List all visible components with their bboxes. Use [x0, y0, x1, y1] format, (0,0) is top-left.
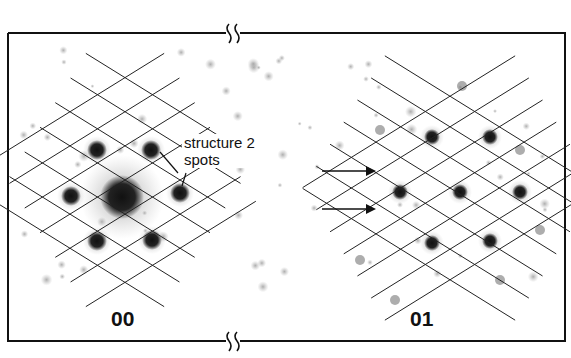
- speckle: [59, 46, 67, 54]
- spot-halo: [448, 180, 472, 204]
- speckle: [376, 84, 382, 90]
- speckle: [493, 109, 497, 113]
- weak-spot: [375, 125, 385, 135]
- spot-halo: [138, 226, 166, 254]
- speckle: [277, 149, 288, 160]
- diffraction-spot: [61, 186, 81, 206]
- speckle: [298, 122, 302, 126]
- spot-halo: [83, 136, 111, 164]
- spot-halo: [137, 136, 165, 164]
- diffraction-spot: [142, 230, 162, 250]
- speckle: [222, 86, 231, 95]
- speckle: [347, 63, 354, 70]
- grid-line: [357, 144, 569, 276]
- grid-line: [0, 201, 164, 306]
- speckle: [29, 122, 36, 129]
- speckle: [257, 281, 268, 292]
- diffraction-spot: [170, 183, 190, 203]
- break-marks: [227, 24, 239, 351]
- speckle: [363, 76, 369, 82]
- grid-lines: [0, 53, 571, 320]
- diffraction-spot: [87, 231, 107, 251]
- grid-line: [385, 188, 571, 320]
- callout-label: structure 2 spots: [182, 134, 278, 168]
- speckle: [61, 59, 66, 64]
- speckle: [233, 111, 243, 121]
- grid-line: [385, 56, 571, 188]
- grid-line: [303, 188, 515, 320]
- spot-halo: [166, 179, 194, 207]
- grid-line: [9, 177, 179, 282]
- speckle: [311, 205, 318, 212]
- speckle: [275, 58, 282, 65]
- speckle: [522, 122, 530, 130]
- speckle: [307, 125, 312, 130]
- weak-spot: [355, 255, 365, 265]
- speckle: [412, 201, 420, 209]
- grid-line: [25, 103, 195, 208]
- grid-line: [0, 53, 164, 158]
- diffraction-spot: [141, 140, 161, 160]
- arrows: [322, 166, 376, 214]
- grid-line: [9, 78, 179, 183]
- speckle: [263, 71, 273, 81]
- grid-line: [25, 152, 195, 257]
- speckle: [21, 230, 29, 238]
- speckle: [335, 140, 345, 150]
- diffraction-spot: [424, 235, 440, 251]
- weak-spot: [457, 81, 467, 91]
- speckle: [405, 106, 417, 118]
- speckle: [277, 183, 282, 188]
- speckle: [205, 59, 216, 70]
- weak-spot: [390, 295, 400, 305]
- speckle: [367, 259, 373, 265]
- speckle: [59, 274, 65, 280]
- speckle: [44, 133, 52, 141]
- spot-halo: [478, 125, 502, 149]
- panel-label: 01: [410, 307, 433, 331]
- diffraction-spot: [482, 129, 498, 145]
- speckle: [57, 260, 66, 269]
- speckle: [280, 267, 289, 276]
- grid-line: [86, 201, 256, 306]
- background-speckle: [19, 46, 550, 292]
- grid-line: [330, 144, 542, 276]
- grid-line: [371, 78, 571, 210]
- speckle: [74, 161, 81, 168]
- spot-halo: [420, 125, 444, 149]
- speckle: [177, 48, 186, 57]
- panel-label: 00: [111, 307, 134, 331]
- speckle: [90, 84, 94, 88]
- frame: [8, 33, 565, 341]
- speckle: [79, 265, 88, 274]
- speckle: [250, 261, 260, 271]
- speckle: [497, 173, 504, 180]
- speckle: [364, 60, 372, 68]
- grid-line: [71, 177, 241, 282]
- diffraction-spot: [87, 140, 107, 160]
- speckle: [542, 207, 547, 212]
- speckle: [247, 58, 259, 70]
- speckle: [41, 274, 53, 286]
- grid-line: [316, 166, 528, 298]
